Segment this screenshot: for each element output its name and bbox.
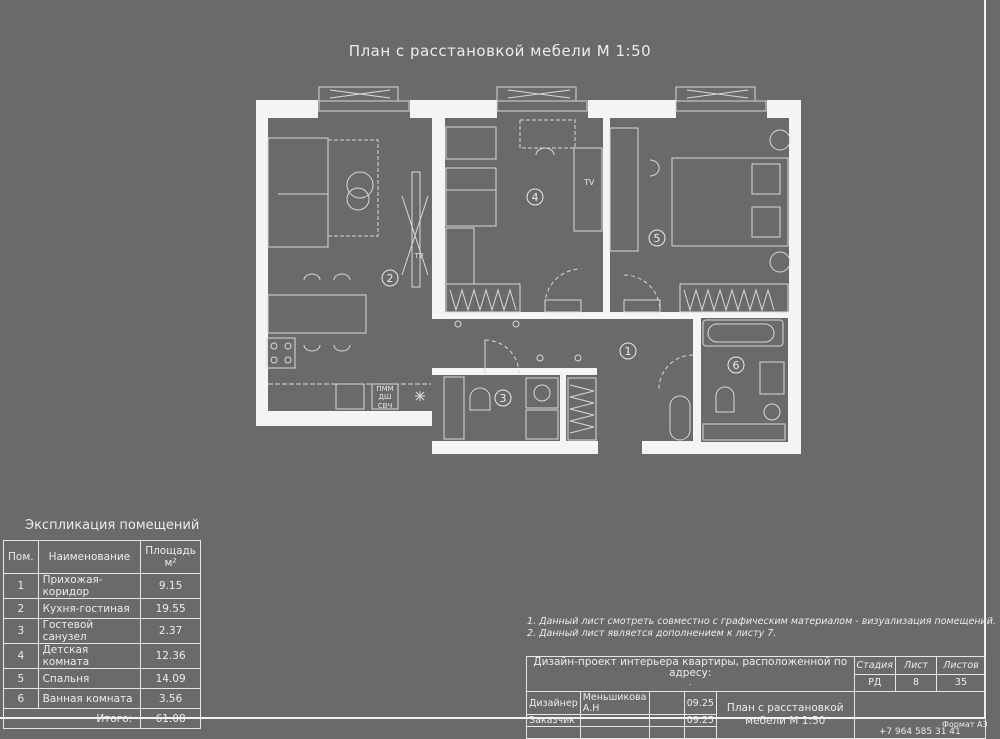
project-title: Дизайн-проект интерьера квартиры, распол… (526, 656, 855, 692)
vanity (759, 361, 785, 395)
appliance-label: СВЧ (378, 402, 393, 410)
tv-label: TV (583, 178, 595, 187)
room-number: 3 (500, 392, 507, 405)
tv-unit (573, 147, 603, 232)
washbasin (525, 377, 559, 409)
room-number-markers (381, 188, 745, 407)
door-swing (544, 268, 582, 306)
sofa (267, 137, 329, 248)
door (544, 299, 582, 313)
nightstand (769, 129, 791, 151)
interior-walls (432, 340, 701, 441)
note-1: 1. Данный лист смотреть совместно с граф… (527, 616, 996, 627)
dining-table (267, 294, 367, 334)
window (496, 100, 588, 112)
dresser (609, 127, 639, 252)
appliance-label: ПММ (376, 385, 393, 393)
title-block: Дизайн-проект интерьера квартиры, распол… (526, 656, 987, 739)
bench (669, 395, 691, 441)
sheet-title: План с расстановкой мебели М 1:50 (348, 42, 652, 60)
room-number: 6 (733, 359, 740, 372)
wardrobe (445, 283, 521, 313)
drawing-frame-bottom (0, 717, 986, 719)
furniture-lines: TV (266, 86, 791, 441)
header-num: Пом. (3, 540, 39, 574)
coffee-table (346, 171, 374, 199)
appliance-label: ДШ (379, 393, 392, 401)
room-number: 4 (532, 191, 539, 204)
header-name: Наименование (37, 540, 142, 574)
table-total-row: Итого:61.08 (2, 708, 201, 729)
note-2: 2. Данный лист является дополнением к ли… (527, 628, 777, 639)
sheet-number: 8 (895, 673, 937, 692)
rug (327, 139, 379, 237)
room-areas (256, 86, 789, 456)
sheets-total: 35 (936, 673, 986, 692)
washing-machine (763, 403, 781, 421)
phone: +7 964 585 31 41 (853, 691, 987, 739)
door (623, 299, 661, 313)
room-number: 1 (625, 345, 632, 358)
toilet (469, 387, 491, 411)
explication-title: Экспликация помещений (25, 518, 200, 533)
nightstand (769, 251, 791, 273)
format-label: Формат А3 (942, 720, 988, 729)
window (318, 100, 410, 112)
wardrobe (679, 283, 789, 313)
stage-value: РД (853, 673, 897, 692)
door-swing (623, 274, 661, 312)
tv-label: TV (413, 252, 423, 260)
room-number: 5 (654, 232, 661, 245)
bathtub (702, 319, 784, 347)
toilet (715, 386, 735, 413)
cooktop (266, 337, 296, 369)
window (675, 100, 767, 112)
closet (567, 377, 597, 441)
designer-name: Меньшикова А.Н (579, 691, 650, 715)
armchair (445, 126, 497, 160)
room-number: 2 (387, 272, 394, 285)
shower-cabinet (443, 376, 465, 440)
sink (335, 383, 365, 410)
drawing-frame-right (984, 0, 986, 719)
double-bed (671, 157, 789, 247)
tv-stand (411, 171, 421, 288)
